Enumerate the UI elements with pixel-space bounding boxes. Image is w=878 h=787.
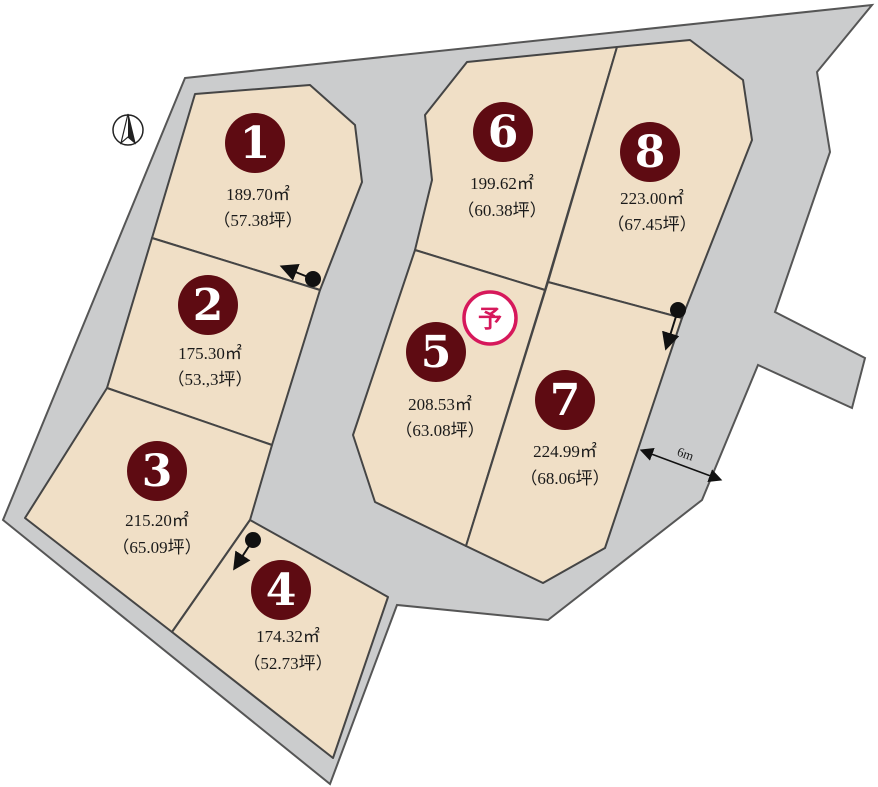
lot-7-label: 7 224.99㎡ （68.06坪） [520, 370, 610, 488]
lot-area-tsubo: （67.45坪） [607, 215, 696, 234]
lot-number-badge [127, 441, 187, 501]
lot-number-badge [251, 560, 311, 620]
lot-number: 5 [421, 327, 452, 378]
lot-area-sqm: 223.00㎡ [620, 189, 684, 208]
reserved-badge-label: 予 [478, 305, 502, 333]
lot-number: 4 [266, 565, 297, 616]
road-width-dimension: 6m [639, 444, 723, 482]
lot-area-sqm: 174.32㎡ [256, 627, 320, 646]
lot-number: 6 [488, 107, 519, 158]
lot-area-tsubo: （60.38坪） [457, 201, 546, 220]
lot-number-badge [225, 113, 285, 173]
access-arrow-lot-7 [662, 302, 686, 351]
north-arrow-icon [112, 113, 144, 146]
lot-number-badge [473, 102, 533, 162]
access-arrow-lot-4 [233, 532, 261, 571]
lot-4-label: 4 174.32㎡ （52.73坪） [243, 560, 333, 673]
road-width-label: 6m [675, 444, 696, 464]
lot-7-parcel [465, 281, 683, 584]
lot-5-label: 5 208.53㎡ （63.08坪） [395, 322, 485, 440]
lot-area-sqm: 224.99㎡ [533, 442, 597, 461]
lot-area-sqm: 215.20㎡ [125, 511, 189, 530]
lot-number: 2 [193, 280, 224, 331]
lot-number-badge [620, 122, 680, 182]
lot-labels: 1 189.70㎡ （57.38坪） 2 175.30㎡ （53.,3坪） 3 215.20㎡… [112, 102, 697, 673]
lot-area-tsubo: （63.08坪） [395, 421, 484, 440]
reserved-badge: 予 [462, 290, 518, 346]
lot-area-tsubo: （52.73坪） [243, 654, 332, 673]
lot-area-tsubo: （65.09坪） [112, 538, 201, 557]
lot-area-sqm: 189.70㎡ [226, 185, 290, 204]
lot-number: 3 [142, 446, 173, 497]
lot-area-tsubo: （57.38坪） [213, 211, 302, 230]
lot-number: 1 [240, 118, 271, 169]
lot-6-label: 6 199.62㎡ （60.38坪） [457, 102, 547, 220]
lot-number-badge [406, 322, 466, 382]
lot-area-tsubo: （53.,3坪） [168, 370, 253, 389]
lot-area-sqm: 199.62㎡ [470, 174, 534, 193]
lot-number-badge [178, 275, 238, 335]
lot-number: 7 [550, 375, 581, 426]
lot-area-sqm: 208.53㎡ [408, 395, 472, 414]
access-markers [233, 263, 686, 571]
lot-2-label: 2 175.30㎡ （53.,3坪） [168, 275, 253, 389]
lot-8-label: 8 223.00㎡ （67.45坪） [607, 122, 697, 234]
lot-number-badge [535, 370, 595, 430]
left-lot-block [24, 84, 389, 759]
lot-area-tsubo: （68.06坪） [520, 469, 609, 488]
lot-3-label: 3 215.20㎡ （65.09坪） [112, 441, 202, 557]
lot-4-parcel [171, 519, 389, 759]
lot-area-sqm: 175.30㎡ [178, 344, 242, 363]
lot-number: 8 [635, 127, 666, 178]
access-arrow-lot-1 [279, 263, 321, 287]
lot-1-label: 1 189.70㎡ （57.38坪） [213, 113, 303, 230]
